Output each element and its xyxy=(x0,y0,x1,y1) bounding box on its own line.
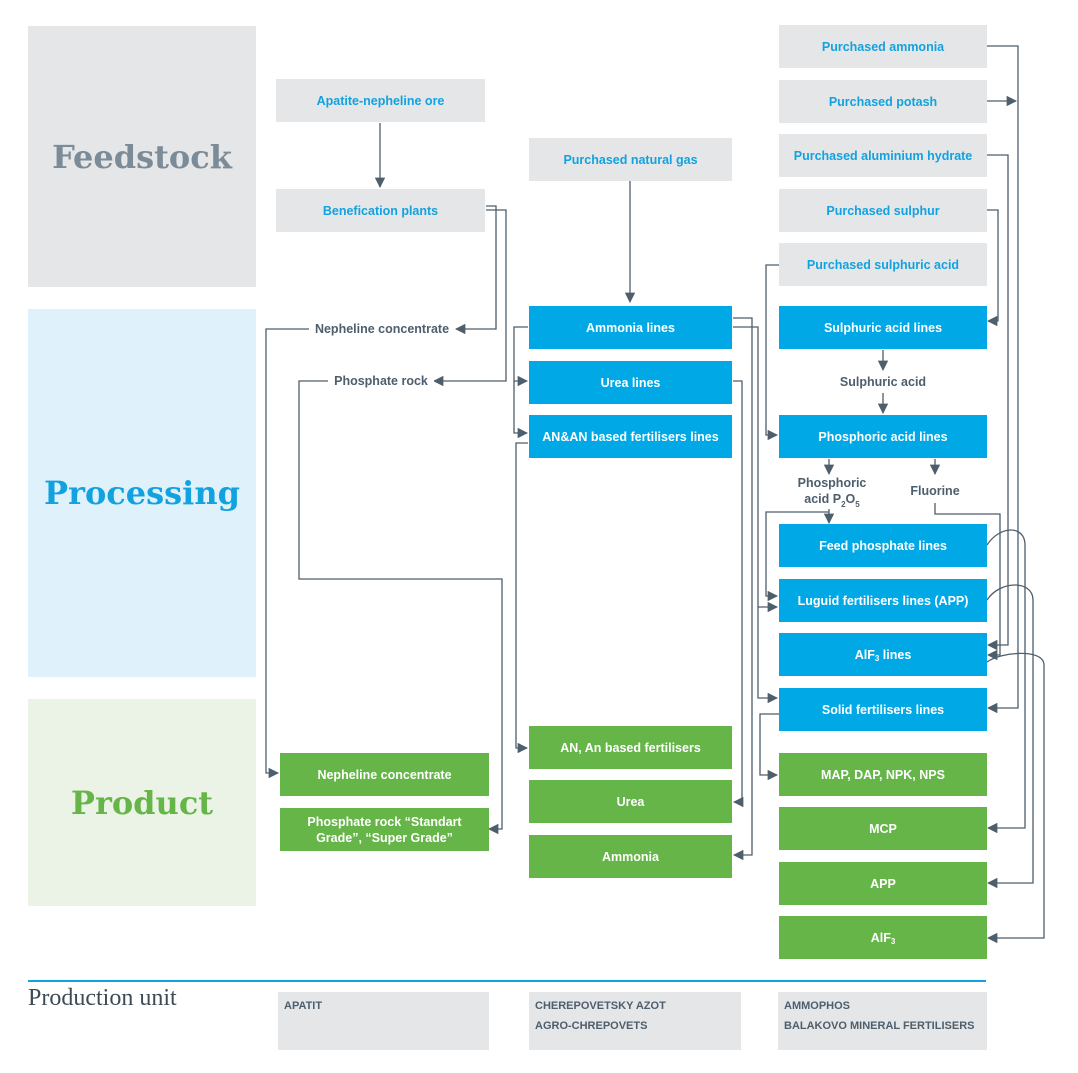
arrow-sulphur-to-acid-lines xyxy=(986,209,999,327)
label-fluorine: Fluorine xyxy=(903,482,967,500)
arrow-alf3-to-product xyxy=(986,652,1045,944)
arrow-fluorine-to-alf3 xyxy=(934,503,1001,661)
product-nepheline-concentrate: Nepheline concentrate xyxy=(280,753,489,796)
production-unit-azot: CHEREPOVETSKY AZOT AGRO-CHREPOVETS xyxy=(529,992,741,1050)
section-product: Product xyxy=(28,699,256,906)
feedstock-natural-gas: Purchased natural gas xyxy=(529,138,732,181)
process-liquid-fertilisers-lines: Luguid fertilisers lines (APP) xyxy=(779,579,987,622)
label-nepheline-concentrate: Nepheline concentrate xyxy=(309,320,455,338)
alf3-lines-sub: 3 xyxy=(874,653,880,663)
arrow-benefication-to-nepheline xyxy=(454,205,497,335)
phosphoric-acid-text: Phosphoric acid P xyxy=(797,476,867,506)
arrow-purchased-acid-to-phosphoric xyxy=(765,264,779,441)
arrow-liquid-to-app xyxy=(986,584,1034,889)
arrow-ammonia-to-processing xyxy=(733,326,779,613)
feedstock-purchased-ammonia: Purchased ammonia xyxy=(779,25,987,68)
phosphoric-sub-5: 5 xyxy=(855,500,860,509)
alf3-prefix: AlF xyxy=(870,930,891,945)
unit-cherepovetsky-azot: CHEREPOVETSKY AZOT xyxy=(535,1000,666,1012)
arrow-nepheline-to-product xyxy=(265,328,309,779)
process-urea-lines: Urea lines xyxy=(529,361,732,404)
arrow-feed-to-mcp xyxy=(986,529,1026,834)
unit-ammophos: AMMOPHOS xyxy=(784,1000,850,1012)
production-unit-ammophos: AMMOPHOS BALAKOVO MINERAL FERTILISERS xyxy=(778,992,987,1050)
arrow-aluminium-to-alf3 xyxy=(986,154,1009,651)
arrow-solid-to-map xyxy=(759,713,779,781)
product-mcp: MCP xyxy=(779,807,987,850)
label-phosphoric-acid: Phosphoric acid P2O5 xyxy=(790,475,874,509)
production-unit-apatit: APATIT xyxy=(278,992,489,1050)
alf3-lines-prefix: AlF xyxy=(854,647,875,662)
arrow-ammonia-to-urea xyxy=(513,326,529,387)
process-an-lines: AN&AN based fertilisers lines xyxy=(529,415,732,458)
unit-apatit: APATIT xyxy=(284,1000,323,1012)
process-phosphoric-acid-lines: Phosphoric acid lines xyxy=(779,415,987,458)
phosphoric-sub-2: 2 xyxy=(841,500,846,509)
arrow-phosphate-to-product xyxy=(298,380,503,835)
label-sulphuric-acid: Sulphuric acid xyxy=(832,372,934,392)
product-an-fertilisers: AN, An based fertilisers xyxy=(529,726,732,769)
production-unit-divider xyxy=(28,980,986,982)
alf3-lines-suffix: lines xyxy=(879,647,912,662)
process-feed-phosphate-lines: Feed phosphate lines xyxy=(779,524,987,567)
unit-agro-chrepovets: AGRO-CHREPOVETS xyxy=(535,1020,648,1032)
unit-balakovo: BALAKOVO MINERAL FERTILISERS xyxy=(784,1020,975,1032)
section-processing: Processing xyxy=(28,309,256,677)
product-ammonia: Ammonia xyxy=(529,835,732,878)
arrow-ammonia-to-product xyxy=(732,317,753,861)
feedstock-purchased-potash: Purchased potash xyxy=(779,80,987,123)
feedstock-apatite-ore: Apatite-nepheline ore xyxy=(276,79,485,122)
feedstock-purchased-sulphuric-acid: Purchased sulphuric acid xyxy=(779,243,987,286)
feedstock-benefication-plants: Benefication plants xyxy=(276,189,485,232)
arrow-purchased-ammonia xyxy=(986,45,1019,714)
arrow-an-to-product xyxy=(515,442,529,754)
process-solid-fertilisers-lines: Solid fertilisers lines xyxy=(779,688,987,731)
arrow-ammonia-to-an xyxy=(513,381,529,439)
product-app: APP xyxy=(779,862,987,905)
arrow-benefication-to-phosphate xyxy=(432,209,507,387)
process-ammonia-lines: Ammonia lines xyxy=(529,306,732,349)
process-sulphuric-acid-lines: Sulphuric acid lines xyxy=(779,306,987,349)
arrow-urea-to-product xyxy=(732,380,744,808)
label-phosphate-rock: Phosphate rock xyxy=(328,372,434,390)
phosphoric-o: O xyxy=(845,492,856,506)
section-feedstock: Feedstock xyxy=(28,26,256,287)
product-phosphate-rock: Phosphate rock “Standart Grade”, “Super … xyxy=(280,808,489,851)
production-unit-title: Production unit xyxy=(28,985,177,1011)
alf3-sub: 3 xyxy=(890,936,896,946)
feedstock-purchased-sulphur: Purchased sulphur xyxy=(779,189,987,232)
product-map-dap-npk-nps: MAP, DAP, NPK, NPS xyxy=(779,753,987,796)
feedstock-aluminium-hydrate: Purchased aluminium hydrate xyxy=(779,134,987,177)
product-urea: Urea xyxy=(529,780,732,823)
